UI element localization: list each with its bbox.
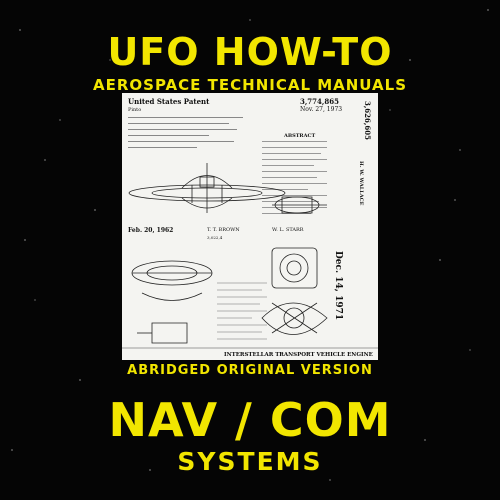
cover-main-title: NAV / COM: [108, 393, 392, 447]
cover-main-subtitle: SYSTEMS: [177, 447, 323, 476]
patent-left-date: Feb. 20, 1962: [128, 227, 174, 234]
saucer-drawing: [128, 163, 286, 213]
patent-inventor: Pinto: [128, 107, 142, 113]
patent-left-inventor: T. T. BROWN: [207, 227, 240, 233]
patent-collage: United States Patent 3,774,865 Nov. 27, …: [122, 93, 378, 360]
patent-side-text: 3,626,605 Dec. 14, 1971 H. W. WALLACE: [333, 101, 374, 351]
patent-side-number: 3,626,605: [363, 101, 372, 140]
description-lines: [217, 282, 267, 340]
patent-header: United States Patent: [128, 97, 210, 106]
cover-title: UFO HOW-TO: [107, 30, 393, 74]
engine-drawing: [261, 247, 328, 335]
device-drawing: [272, 196, 327, 214]
electrokinetic-drawing: [131, 260, 213, 344]
patent-date: Nov. 27, 1973: [300, 106, 343, 113]
patent-abstract-label: ABSTRACT: [284, 133, 316, 139]
patent-footer: INTERSTELLAR TRANSPORT VEHICLE ENGINE: [224, 352, 373, 358]
patent-drawings: [122, 163, 378, 349]
patent-text-lines: [128, 117, 243, 153]
patent-abstract-lines: [262, 141, 327, 219]
patent-left-number: 3,022,4: [207, 235, 223, 240]
cover-edition: ABRIDGED ORIGINAL VERSION: [127, 363, 373, 378]
cover-subtitle: AEROSPACE TECHNICAL MANUALS: [92, 76, 407, 94]
patent-side-name: H. W. WALLACE: [358, 161, 364, 206]
patent-number: 3,774,865: [300, 97, 339, 106]
patent-right-inventor: W. L. STARR: [272, 227, 304, 233]
patent-side-date: Dec. 14, 1971: [333, 251, 343, 321]
